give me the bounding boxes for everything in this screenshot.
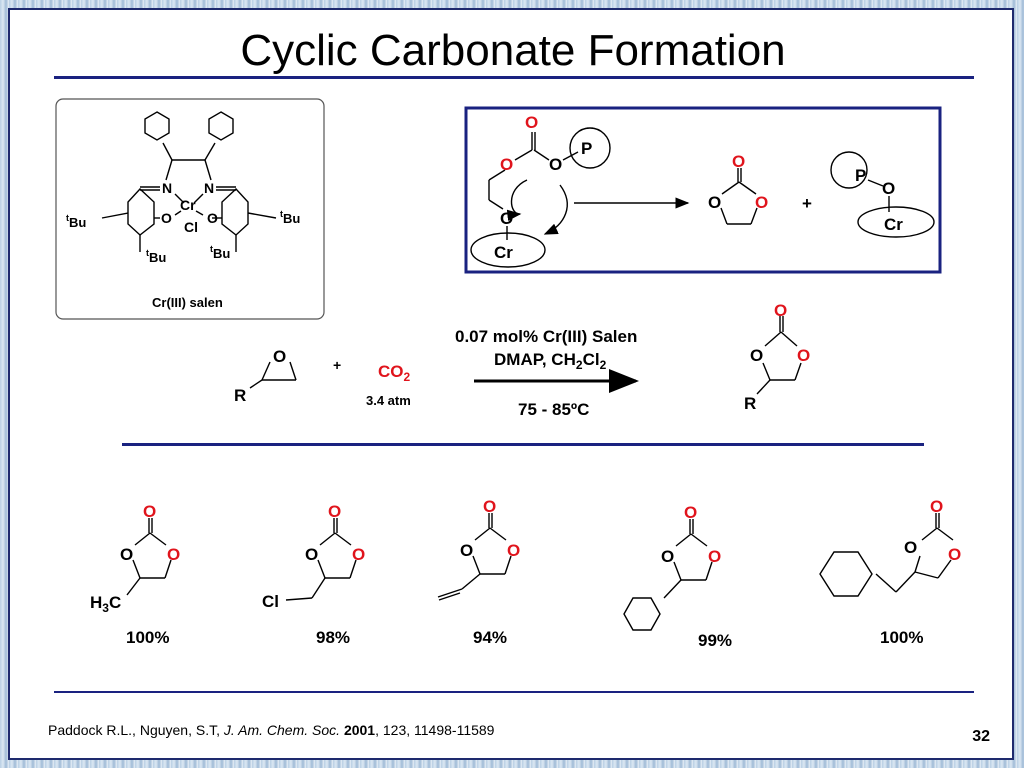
- epoxide-r: R: [234, 386, 246, 405]
- mech-o-cr: O: [500, 209, 513, 228]
- tbu-bl-text: Bu: [149, 250, 166, 265]
- co2-pressure: 3.4 atm: [366, 393, 411, 408]
- solvent-a: DMAP, CH: [494, 350, 576, 369]
- reaction-divider: [122, 443, 924, 446]
- catalyst-n-right: N: [204, 180, 214, 196]
- tbu-bottom-left: tBu: [146, 248, 166, 265]
- product-5: O O O 100%: [819, 497, 961, 647]
- bottom-rule: [54, 691, 974, 693]
- condition-solvent: DMAP, CH2Cl2: [494, 350, 607, 372]
- p3-carbonyl-o: O: [483, 497, 496, 516]
- rxn-prod-carbonyl-o: O: [774, 301, 787, 320]
- mech-polymer-label: P: [581, 139, 592, 158]
- mech-o-polymer: O: [549, 155, 562, 174]
- mech-cr-label: Cr: [494, 243, 513, 262]
- solvent-b: Cl: [583, 350, 600, 369]
- product-1: O O O H3C 100%: [90, 502, 180, 647]
- tbu-br-sup: t: [210, 244, 213, 254]
- catalyst-n-left: N: [162, 180, 172, 196]
- prod-o-left: O: [708, 193, 721, 212]
- prod-carbonyl-o: O: [732, 152, 745, 171]
- citation-journal: J. Am. Chem. Soc.: [223, 722, 341, 738]
- p1-yield: 100%: [126, 628, 169, 647]
- mech-cr-label-2: Cr: [884, 215, 903, 234]
- p5-carbonyl-o: O: [930, 497, 943, 516]
- p1-o-right: O: [167, 545, 180, 564]
- p3-o-right: O: [507, 541, 520, 560]
- p4-o-left: O: [661, 547, 674, 566]
- catalyst-o-left: O: [161, 210, 172, 226]
- title-rule: [54, 76, 974, 79]
- catalyst-box: [55, 98, 325, 320]
- tbu-left-sup: t: [66, 213, 69, 223]
- epoxide-o: O: [273, 347, 286, 366]
- citation-details: , 123, 11498-11589: [375, 722, 495, 738]
- product-4: O O O 99%: [623, 503, 732, 650]
- p4-yield: 99%: [698, 631, 732, 650]
- p4-o-right: O: [708, 547, 721, 566]
- slide-title: Cyclic Carbonate Formation: [240, 26, 786, 75]
- prod-o-right: O: [755, 193, 768, 212]
- tbu-left-text: Bu: [69, 215, 86, 230]
- mech-polymer-label-2: P: [855, 166, 866, 185]
- slide: Cyclic Carbonate Formation Paddock R.L.,…: [8, 8, 1014, 760]
- p5-o-left: O: [904, 538, 917, 557]
- condition-catalyst: 0.07 mol% Cr(III) Salen: [455, 327, 637, 346]
- mechanism-scheme: O O O P O Cr O O O + P O Cr: [464, 106, 942, 274]
- tbu-bottom-right: tBu: [210, 244, 230, 261]
- rxn-prod-o-right: O: [797, 346, 810, 365]
- co2-label: CO2: [378, 362, 411, 384]
- p3-o-left: O: [460, 541, 473, 560]
- p2-o-left: O: [305, 545, 318, 564]
- main-reaction: O R + CO2 3.4 atm 0.07 mol% Cr(III) Sale…: [234, 301, 810, 419]
- mech-o-2: O: [882, 179, 895, 198]
- p1-sub-sub: 3: [102, 601, 109, 615]
- mech-carbonyl-o: O: [525, 113, 538, 132]
- mechanism-box: [464, 106, 942, 274]
- p5-yield: 100%: [880, 628, 923, 647]
- mech-plus: +: [802, 194, 812, 213]
- p3-yield: 94%: [473, 628, 507, 647]
- citation-year: 2001: [343, 722, 376, 738]
- catalyst-caption: Cr(III) salen: [152, 295, 223, 310]
- p2-substituent: Cl: [262, 592, 279, 611]
- co2-main: CO: [378, 362, 404, 381]
- product-examples: O O O H3C 100% O O O Cl 98%: [90, 497, 961, 650]
- product-2: O O O Cl 98%: [262, 502, 365, 647]
- catalyst-chloride: Cl: [184, 219, 198, 235]
- rxn-prod-o-left: O: [750, 346, 763, 365]
- citation-authors: Paddock R.L., Nguyen, S.T,: [48, 722, 224, 738]
- reaction-plus: +: [333, 357, 341, 373]
- mech-ester-o: O: [500, 155, 513, 174]
- p1-sub-a: H: [90, 593, 102, 612]
- condition-temperature: 75 - 85ºC: [518, 400, 589, 419]
- rxn-prod-r: R: [744, 394, 756, 413]
- p1-substituent: H3C: [90, 593, 121, 615]
- tbu-left: tBu: [66, 213, 86, 230]
- p1-sub-b: C: [109, 593, 121, 612]
- p1-carbonyl-o: O: [143, 502, 156, 521]
- tbu-right-text: Bu: [283, 211, 300, 226]
- tbu-right: tBu: [280, 209, 300, 226]
- tbu-bl-sup: t: [146, 248, 149, 258]
- citation: Paddock R.L., Nguyen, S.T, J. Am. Chem. …: [48, 722, 494, 738]
- tbu-br-text: Bu: [213, 246, 230, 261]
- tbu-right-sup: t: [280, 209, 283, 219]
- catalyst-o-right: O: [207, 210, 218, 226]
- catalyst-structure: N N Cr Cl O O tBu tBu tBu tBu Cr(III) sa…: [55, 98, 325, 320]
- solvent-sub1: 2: [576, 358, 583, 372]
- p2-o-right: O: [352, 545, 365, 564]
- co2-sub: 2: [404, 370, 411, 384]
- solvent-sub2: 2: [600, 358, 607, 372]
- p5-o-right: O: [948, 545, 961, 564]
- p4-carbonyl-o: O: [684, 503, 697, 522]
- product-3: O O O 94%: [437, 497, 520, 647]
- p2-yield: 98%: [316, 628, 350, 647]
- p1-o-left: O: [120, 545, 133, 564]
- catalyst-metal: Cr: [180, 197, 196, 213]
- page-number: 32: [972, 728, 990, 745]
- p2-carbonyl-o: O: [328, 502, 341, 521]
